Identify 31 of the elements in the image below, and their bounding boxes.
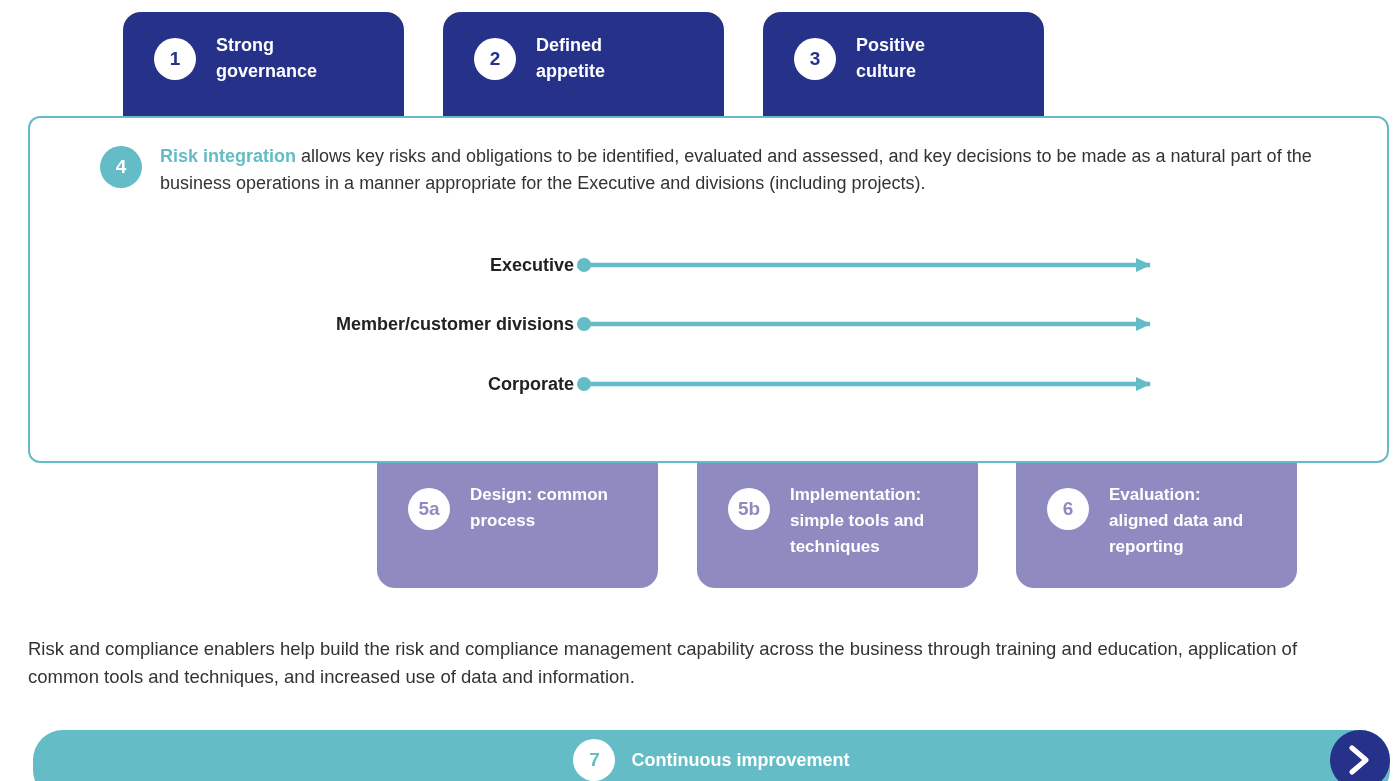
step-title: Implementation: simple tools and techniques [790,484,926,558]
step-title: Evaluation: aligned data and reporting [1109,484,1245,558]
number-badge: 6 [1047,488,1089,530]
step-title: Design: common process [470,484,609,532]
step-card [443,12,724,116]
description-text: Risk integration allows key risks and obligations to be identified, evaluated and assessed, and key decisions to be made as a natural part of the business operations in a manner appropriate for the Executive and divisions (including projects). [160,145,1313,195]
body-paragraph: Risk and compliance enablers help build the risk and compliance management capability across the business through training and education, application of common tools and techniques, and increased use of data and information. [28,637,1299,689]
number-badge: 5a [408,488,450,530]
step-card [697,463,978,588]
step-card [377,463,658,588]
step-card [123,12,404,116]
number-badge: 7 [573,739,616,781]
number-badge: 1 [154,38,196,80]
banner-bar [33,730,1390,781]
info-panel [28,116,1389,463]
arrow [577,317,1151,331]
step-title: Defined appetite [536,34,606,83]
number-badge: 3 [794,38,836,80]
row-label: Member/customer divisions [234,312,574,336]
step-title: Strong governance [216,34,319,83]
row-label: Corporate [234,372,574,396]
number-badge: 4 [100,146,142,188]
step-title: Positive culture [856,34,927,83]
banner-title: Continuous improvement [631,749,850,772]
step-card [763,12,1044,116]
row-label: Executive [234,253,574,277]
step-card [1016,463,1297,588]
arrow [577,258,1151,272]
arrow [577,377,1151,391]
number-badge: 5b [728,488,770,530]
number-badge: 2 [474,38,516,80]
